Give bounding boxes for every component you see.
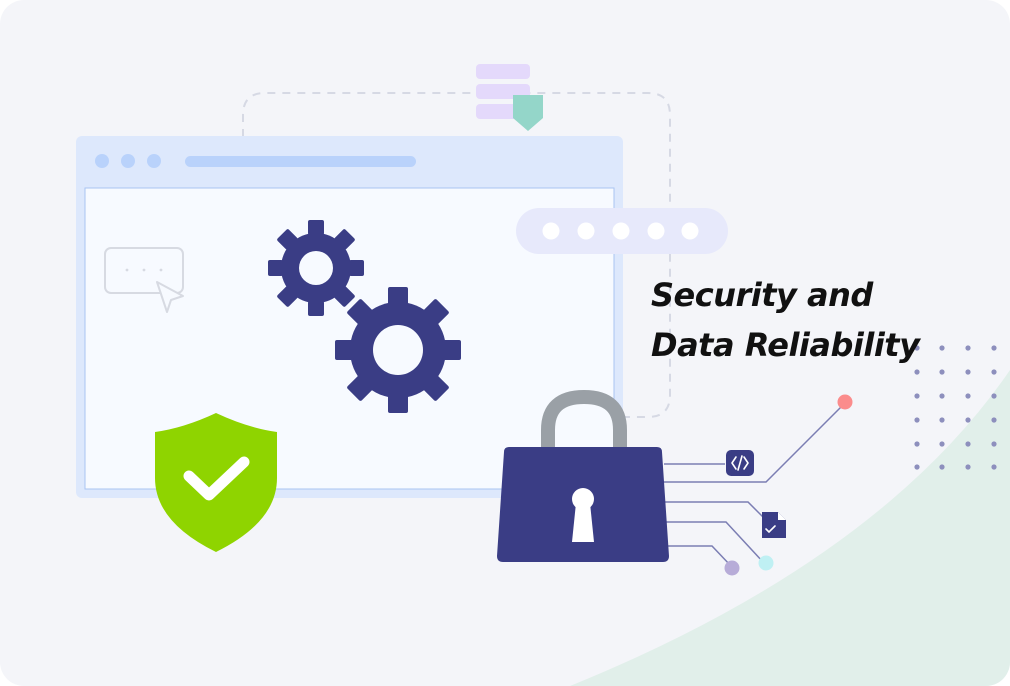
padlock-icon bbox=[497, 389, 669, 562]
database-stack-icon bbox=[476, 64, 543, 131]
headline-line-1: Security and bbox=[651, 276, 873, 314]
window-dot bbox=[121, 154, 135, 168]
password-dots-icon bbox=[516, 208, 728, 254]
large-gear bbox=[335, 287, 461, 413]
shield-check-icon bbox=[155, 413, 277, 552]
circuit-lines bbox=[664, 403, 845, 567]
headline: Security and Data Reliability bbox=[651, 270, 951, 370]
address-bar bbox=[185, 156, 416, 167]
background-curve bbox=[570, 370, 1010, 686]
gears-icon bbox=[268, 220, 461, 413]
window-dot bbox=[95, 154, 109, 168]
window-dot bbox=[147, 154, 161, 168]
cursor-pointer-icon bbox=[104, 247, 184, 313]
headline-line-2: Data Reliability bbox=[651, 326, 920, 364]
document-check-icon bbox=[762, 512, 786, 538]
code-icon bbox=[726, 450, 754, 476]
node-dot-purple bbox=[724, 560, 740, 576]
small-gear bbox=[268, 220, 364, 316]
lock-shackle bbox=[541, 389, 627, 456]
node-dot-cyan bbox=[758, 555, 774, 571]
check-mark-icon bbox=[183, 456, 250, 501]
small-shield-icon bbox=[513, 95, 543, 131]
node-dot-red bbox=[837, 394, 853, 410]
